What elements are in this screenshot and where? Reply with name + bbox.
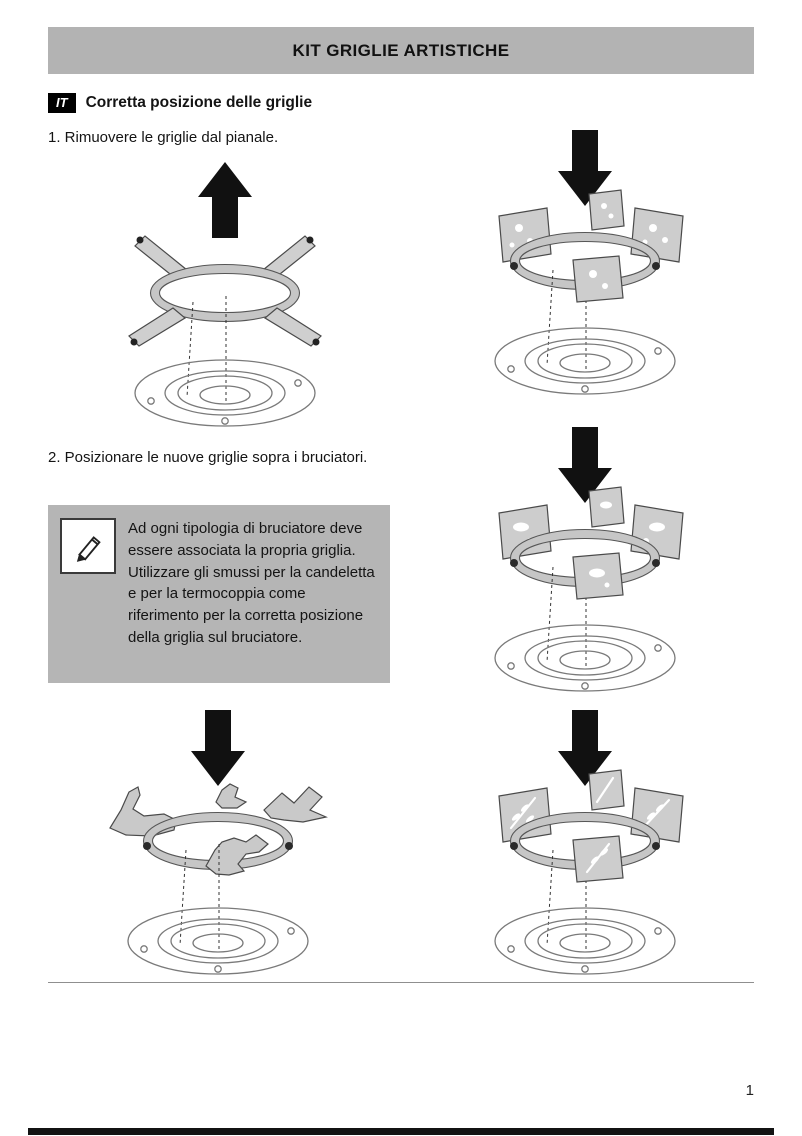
burner-base (494, 907, 676, 975)
burner-base (494, 624, 676, 692)
figure-floral-grate (455, 118, 715, 405)
up-arrow-icon (198, 162, 252, 238)
down-arrow-icon (191, 710, 245, 786)
bottom-divider (48, 982, 754, 983)
burner-base (127, 907, 309, 975)
figure-standard-grate (95, 150, 355, 437)
leaf-stems (509, 776, 671, 830)
figure-dinosaur-grate (88, 698, 348, 985)
burner-base (494, 327, 676, 395)
figure-animal-grate (455, 415, 715, 702)
standard-grate-illustration (128, 162, 322, 427)
note-box: Ad ogni tipologia di bruciatore deve ess… (48, 505, 390, 683)
dinosaur-grate-illustration (109, 710, 328, 975)
figure-leaf-grate (455, 698, 715, 985)
language-badge: IT (48, 93, 76, 113)
note-text: Ad ogni tipologia di bruciatore deve ess… (128, 520, 375, 646)
section-heading: IT Corretta posizione delle griglie (48, 93, 312, 113)
grate-fingers-back (134, 235, 316, 279)
animal-grate-illustration (494, 427, 684, 692)
dinosaur-silhouettes-back (109, 783, 328, 837)
footer-bar (28, 1128, 774, 1135)
burner-base (134, 359, 316, 427)
dinosaur-silhouette-front (205, 834, 269, 876)
page-title: KIT GRIGLIE ARTISTICHE (292, 40, 510, 60)
leaf-grate-illustration (494, 710, 684, 975)
step-2-text: 2. Posizionare le nuove griglie sopra i … (48, 449, 368, 466)
note-icon-box (60, 518, 116, 574)
step-1-text: 1. Rimuovere le griglie dal pianale. (48, 129, 279, 146)
section-title: Corretta posizione delle griglie (85, 94, 313, 111)
grate-fingers-front (128, 307, 322, 347)
page-number: 1 (745, 1082, 754, 1099)
floral-grate-illustration (494, 130, 684, 395)
header-bar: KIT GRIGLIE ARTISTICHE (48, 27, 754, 74)
leaf-cutouts (511, 804, 665, 823)
note-pencil-icon (76, 536, 101, 562)
